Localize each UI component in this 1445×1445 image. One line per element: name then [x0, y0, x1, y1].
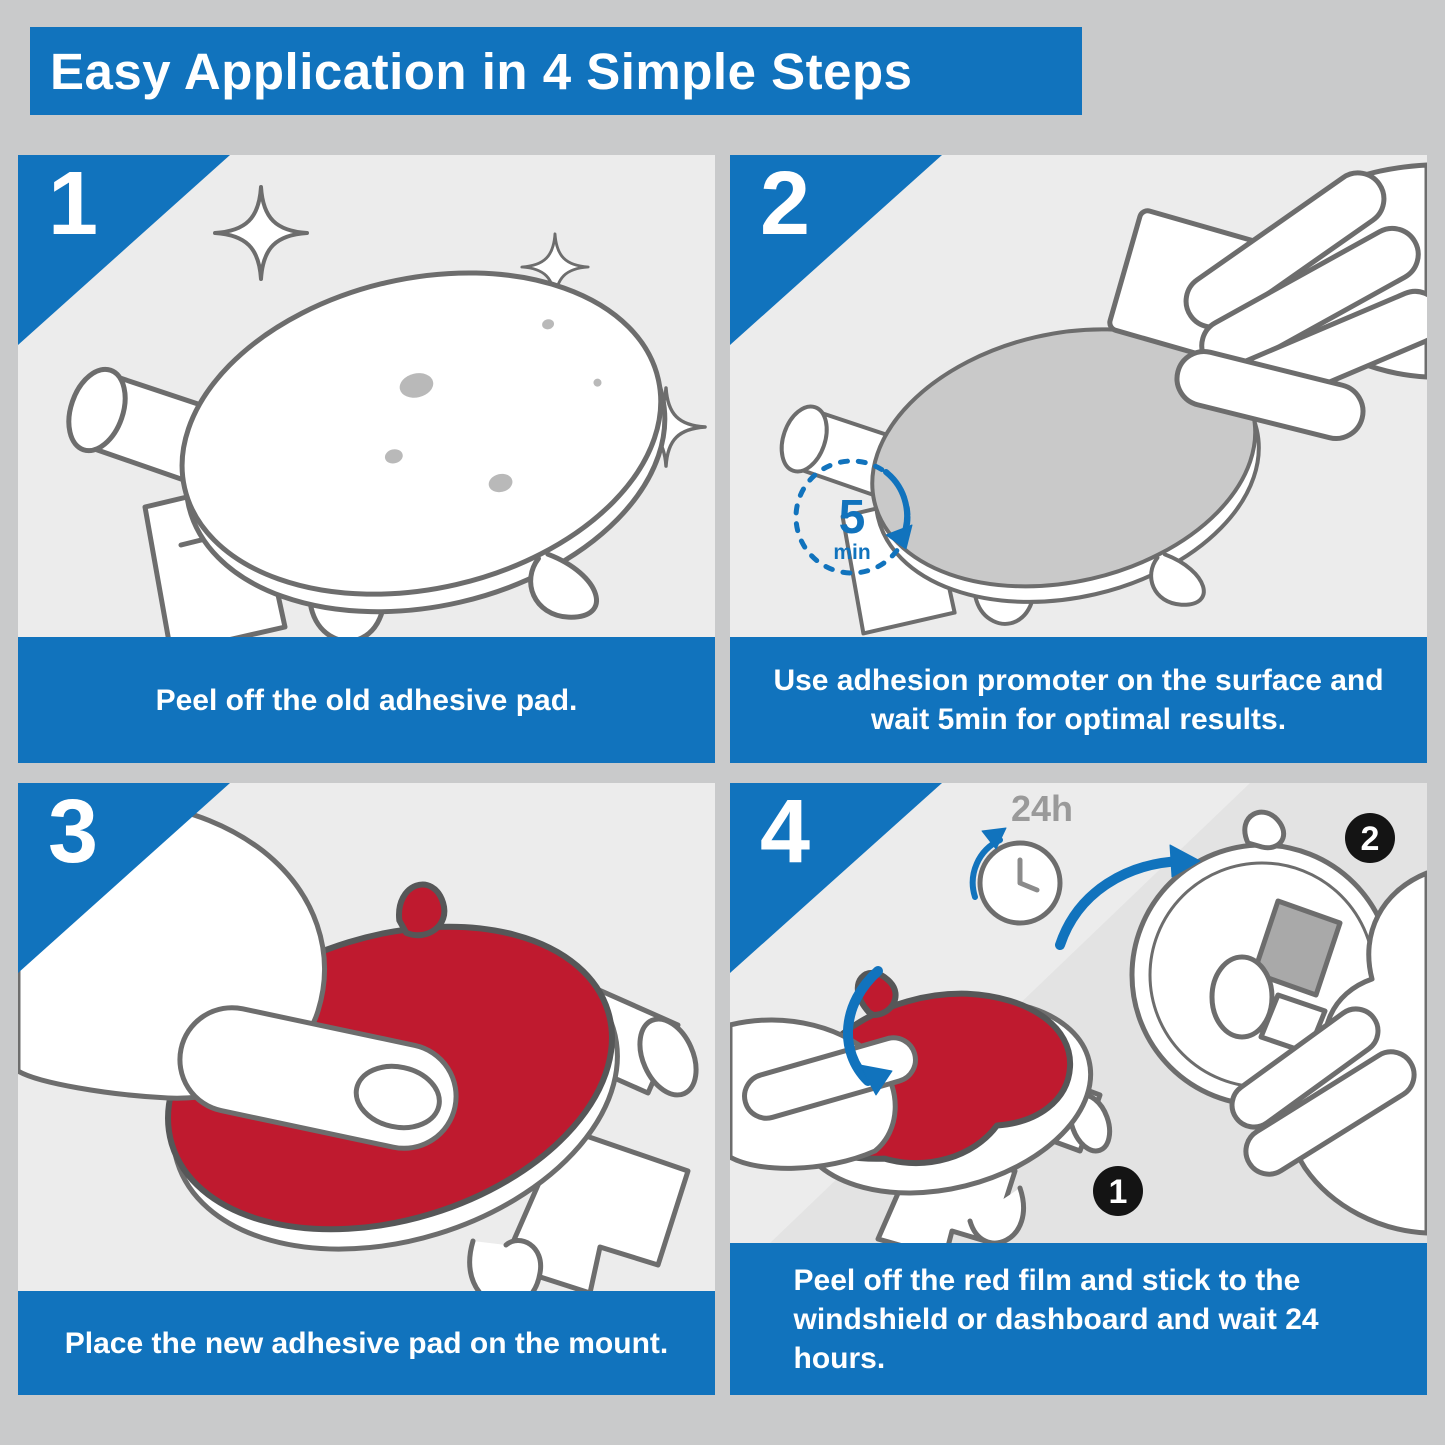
step2-caption: Use adhesion promoter on the surface and…: [773, 664, 1384, 736]
step1-caption-bar: Peel off the old adhesive pad.: [18, 637, 715, 763]
suction-mount: [779, 327, 1261, 636]
hand-right: [1229, 870, 1427, 1236]
peel-arrow-right: [1055, 856, 1187, 950]
hand: [1174, 162, 1427, 441]
svg-text:1: 1: [1109, 1173, 1128, 1211]
peel-arrow-left: [843, 966, 883, 1086]
steps-grid: 1 Peel off the old adhesive pad.: [18, 155, 1427, 1395]
step-panel-4: 24h: [730, 783, 1427, 1395]
step2-illustration-area: 5 min 2: [730, 155, 1427, 637]
step4-illustration-area: 24h: [730, 783, 1427, 1243]
step3-illustration-area: 3: [18, 783, 715, 1291]
timer-5min-icon: 5 min: [793, 458, 913, 576]
page-title: Easy Application in 4 Simple Steps: [50, 42, 913, 100]
header-banner: Easy Application in 4 Simple Steps: [30, 27, 1082, 115]
step2-illustration: 5 min: [779, 162, 1427, 636]
pad-tab: [396, 881, 448, 939]
step1-illustration: [66, 185, 707, 637]
badge-2: 2: [1345, 813, 1395, 863]
step-panel-2: 5 min 2 Use adhesion promoter on the sur…: [730, 155, 1427, 763]
mount-clamp: [1251, 898, 1343, 998]
timer-value: 5: [839, 491, 866, 544]
clock-24h-icon: 24h: [969, 788, 1073, 926]
step-panel-3: 3 Place the new adhesive pad on the moun…: [18, 783, 715, 1395]
step2-caption-bar: Use adhesion promoter on the surface and…: [730, 637, 1427, 763]
thumbnail: [353, 1063, 442, 1131]
pull-tab: [1242, 809, 1287, 851]
sparkle-icon: [213, 185, 309, 281]
suction-mount: [66, 270, 668, 637]
step-number: 1: [48, 155, 99, 254]
step-number: 4: [760, 783, 811, 882]
step4-illustration: 24h: [730, 783, 1427, 1243]
thumb: [177, 1005, 459, 1151]
step4-caption-bar: Peel off the red film and stick to the w…: [730, 1243, 1427, 1395]
pull-tab: [1149, 552, 1206, 607]
step1-illustration-area: 1: [18, 155, 715, 637]
badge-1: 1: [1093, 1166, 1143, 1216]
step1-caption: Peel off the old adhesive pad.: [155, 683, 578, 717]
svg-text:2: 2: [1361, 820, 1380, 858]
step-number: 2: [760, 155, 811, 254]
pull-tab: [528, 551, 599, 620]
step-number: 3: [48, 783, 99, 882]
step3-caption-bar: Place the new adhesive pad on the mount.: [18, 1291, 715, 1395]
step3-caption: Place the new adhesive pad on the mount.: [64, 1326, 669, 1360]
step4-caption: Peel off the red film and stick to the w…: [793, 1263, 1319, 1375]
timer-unit: min: [833, 541, 870, 564]
step-panel-1: 1 Peel off the old adhesive pad.: [18, 155, 715, 763]
wait-24h-label: 24h: [1011, 788, 1073, 829]
